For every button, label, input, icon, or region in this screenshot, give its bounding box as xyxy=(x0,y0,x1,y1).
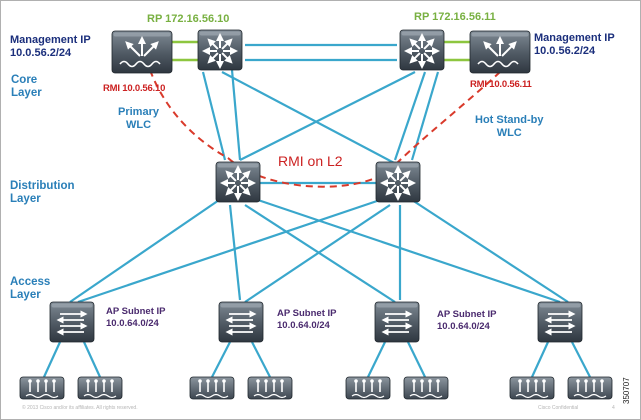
rmi-on-l2-label: RMI on L2 xyxy=(276,153,345,169)
access-point-1-icon xyxy=(19,376,65,400)
standby-wlc-icon xyxy=(469,30,531,74)
figure-code: 350707 xyxy=(622,377,631,404)
access-point-4-icon xyxy=(247,376,293,400)
rmi-l2-path xyxy=(149,69,501,188)
distribution-switch-left-icon xyxy=(215,161,261,203)
footer-confidential: Cisco Confidential xyxy=(538,405,579,411)
standby-rmi-ip: RMI 10.0.56.11 xyxy=(470,79,532,90)
access-point-3-icon xyxy=(189,376,235,400)
core-distribution-links xyxy=(201,43,440,166)
primary-rp-ip: RP 172.16.56.10 xyxy=(147,13,230,25)
core-switch-right-icon xyxy=(399,29,445,71)
core-switch-left-icon xyxy=(197,29,243,71)
access-point-6-icon xyxy=(403,376,449,400)
access-switch-1-icon xyxy=(49,301,95,343)
access-point-7-icon xyxy=(509,376,555,400)
access-point-8-icon xyxy=(567,376,613,400)
access-point-5-icon xyxy=(345,376,391,400)
distribution-access-links xyxy=(69,181,569,304)
standby-rp-ip: RP 172.16.56.11 xyxy=(414,11,496,23)
footer-copyright: © 2013 Cisco and/or its affiliates. All … xyxy=(22,405,138,411)
access-switch-3-icon xyxy=(374,301,420,343)
rp-links xyxy=(172,40,470,62)
primary-wlc-icon xyxy=(111,30,173,74)
access-ap-links xyxy=(42,341,591,378)
footer-page: 4 xyxy=(612,405,615,411)
access-switch-2-icon xyxy=(218,301,264,343)
access-switch-4-icon xyxy=(537,301,583,343)
access-point-2-icon xyxy=(77,376,123,400)
distribution-switch-right-icon xyxy=(375,161,421,203)
primary-rmi-ip: RMI 10.0.56.10 xyxy=(103,83,166,94)
